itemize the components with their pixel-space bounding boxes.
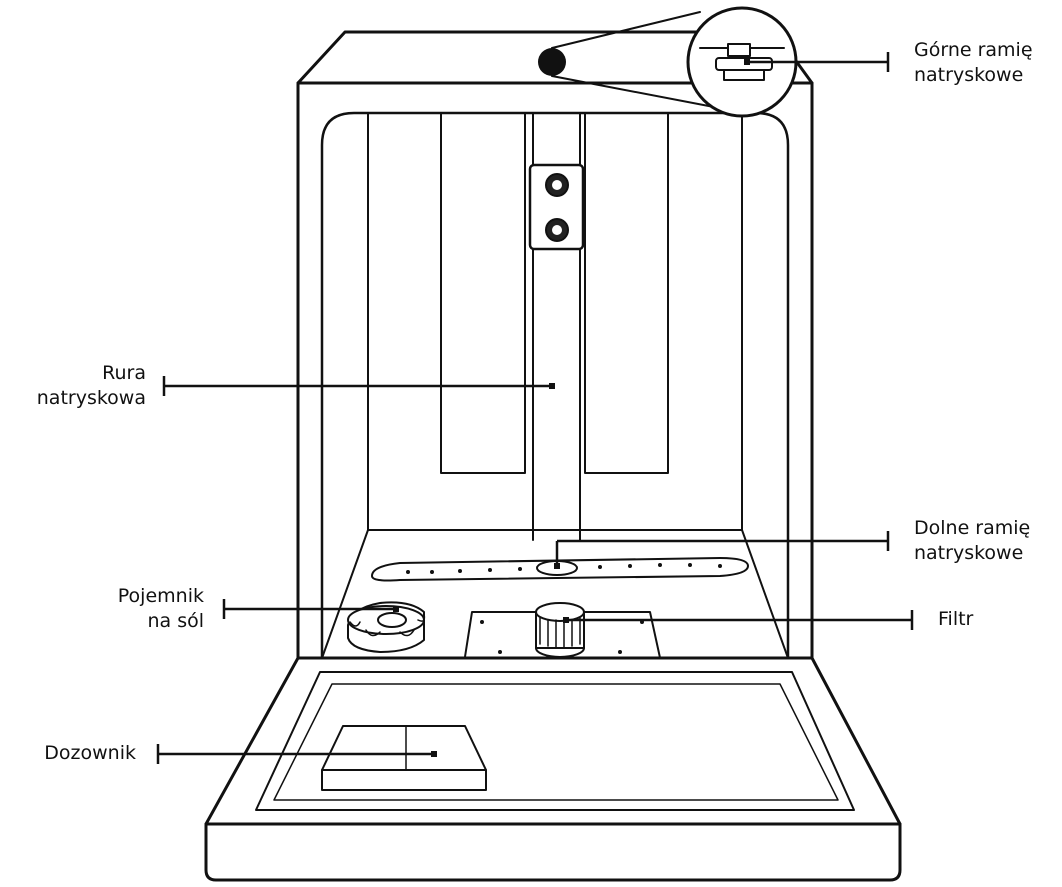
pipe-connector — [528, 163, 585, 251]
label-filter: Filtr — [938, 607, 973, 632]
label-salt-container-line1: Pojemnik — [117, 585, 204, 607]
detergent-dispenser — [321, 725, 487, 791]
back-panel-left — [440, 112, 526, 474]
label-filter-line1: Filtr — [938, 608, 974, 630]
label-spray-pipe: Rura natryskowa — [37, 361, 146, 411]
label-spray-pipe-line2: natryskowa — [36, 387, 146, 409]
label-lower-spray-arm-line2: natryskowe — [914, 542, 1024, 564]
upper-arm-location-dot — [538, 48, 566, 76]
label-spray-pipe-line1: Rura — [102, 362, 146, 384]
label-salt-container: Pojemnik na sól — [118, 584, 204, 634]
label-salt-container-line2: na sól — [147, 610, 204, 632]
filter-assembly — [535, 602, 585, 658]
label-upper-spray-arm-line2: natryskowe — [914, 64, 1024, 86]
back-wall — [367, 112, 743, 531]
label-upper-spray-arm: Górne ramię natryskowe — [914, 38, 1033, 88]
label-lower-spray-arm: Dolne ramię natryskowe — [914, 516, 1030, 566]
back-panel-right — [584, 112, 669, 474]
salt-container-cap — [347, 601, 426, 653]
label-upper-spray-arm-line1: Górne ramię — [914, 39, 1033, 61]
label-dispenser-line1: Dozownik — [44, 742, 136, 764]
label-dispenser: Dozownik — [44, 741, 136, 766]
label-lower-spray-arm-line1: Dolne ramię — [914, 517, 1031, 539]
